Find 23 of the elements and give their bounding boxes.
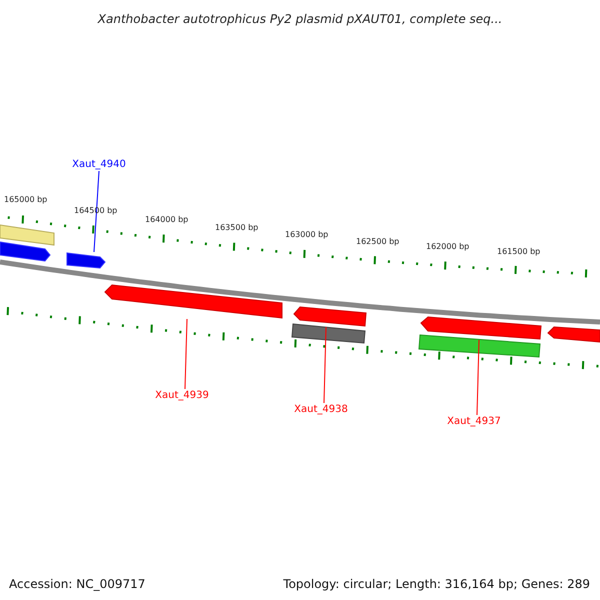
tick-label: 161500 bp bbox=[497, 247, 540, 257]
tick-label: 162500 bp bbox=[356, 237, 400, 247]
gene-feature bbox=[0, 224, 55, 246]
gene-feature bbox=[0, 241, 51, 262]
tick-label: 163500 bp bbox=[215, 223, 258, 233]
gene-feature bbox=[420, 316, 542, 340]
title: Xanthobacter autotrophicus Py2 plasmid pXAUT01, complete seq... bbox=[96, 11, 504, 28]
summary-text: Topology: circular; Length: 316,164 bp; Genes: 289 bbox=[283, 576, 590, 593]
gene-feature bbox=[291, 323, 366, 344]
accession-text: Accession: NC_009717 bbox=[9, 576, 146, 593]
gene-label: Xaut_4940 bbox=[69, 158, 129, 171]
gene-feature bbox=[104, 284, 283, 319]
gene-label: Xaut_4939 bbox=[152, 389, 212, 402]
gene-feature bbox=[66, 252, 106, 269]
gene-label: Xaut_4937 bbox=[444, 415, 504, 428]
gene-label: Xaut_4938 bbox=[291, 403, 351, 416]
gene-feature bbox=[293, 306, 367, 327]
gene-feature bbox=[418, 334, 541, 358]
tick-label: 164000 bp bbox=[145, 215, 188, 225]
tick-label: 163000 bp bbox=[285, 230, 328, 240]
gene-feature bbox=[547, 326, 600, 343]
tick-label: 162000 bp bbox=[426, 242, 470, 252]
tick-label: 165000 bp bbox=[4, 195, 48, 205]
